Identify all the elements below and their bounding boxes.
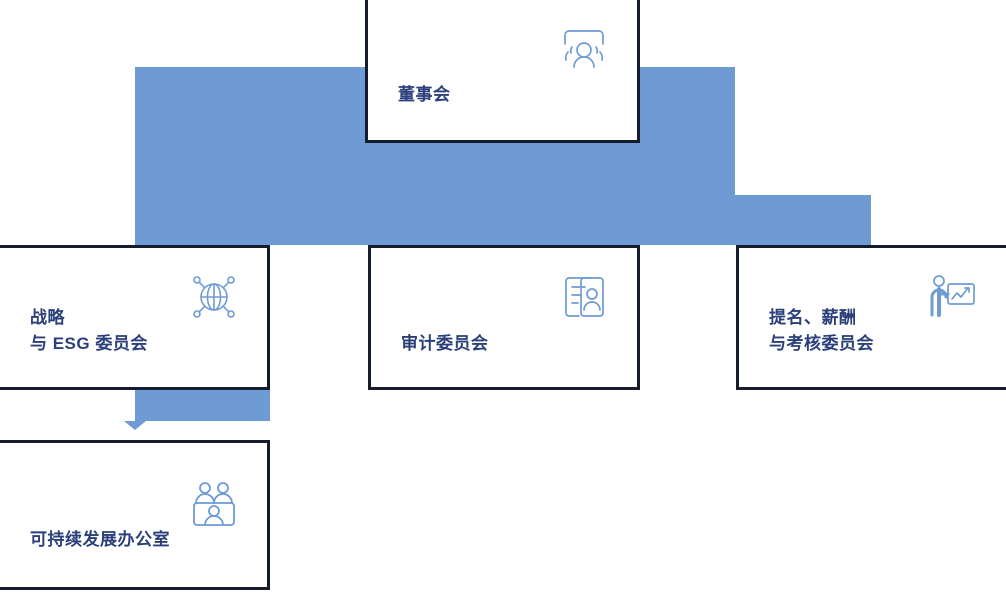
card-body: 董事会	[368, 0, 637, 140]
card-body: 可持续发展办公室	[0, 443, 267, 587]
node-label: 战略 与 ESG 委员会	[30, 308, 148, 353]
node-label: 审计委员会	[401, 334, 489, 353]
node-label: 提名、薪酬 与考核委员会	[769, 308, 874, 353]
document-person-icon	[557, 270, 611, 324]
card-body: 审计委员会	[371, 248, 637, 387]
node-audit-committee[interactable]: 审计委员会	[368, 245, 640, 390]
node-label: 可持续发展办公室	[30, 530, 170, 549]
node-label: 董事会	[398, 85, 451, 104]
team-meeting-icon	[187, 479, 241, 533]
card-body: 战略 与 ESG 委员会	[0, 248, 267, 387]
connector-office-stem	[135, 390, 270, 421]
presenter-chart-icon	[926, 270, 980, 324]
globe-network-icon	[187, 270, 241, 324]
card-body: 提名、薪酬 与考核委员会	[739, 248, 1006, 387]
node-board-of-directors[interactable]: 董事会	[365, 0, 640, 143]
node-sustainable-development-office[interactable]: 可持续发展办公室	[0, 440, 270, 590]
group-people-icon	[557, 22, 611, 76]
node-nomination-remuneration-committee[interactable]: 提名、薪酬 与考核委员会	[736, 245, 1006, 390]
node-strategy-esg-committee[interactable]: 战略 与 ESG 委员会	[0, 245, 270, 390]
connector-right-branch	[735, 195, 871, 245]
down-arrow-icon	[124, 421, 146, 430]
